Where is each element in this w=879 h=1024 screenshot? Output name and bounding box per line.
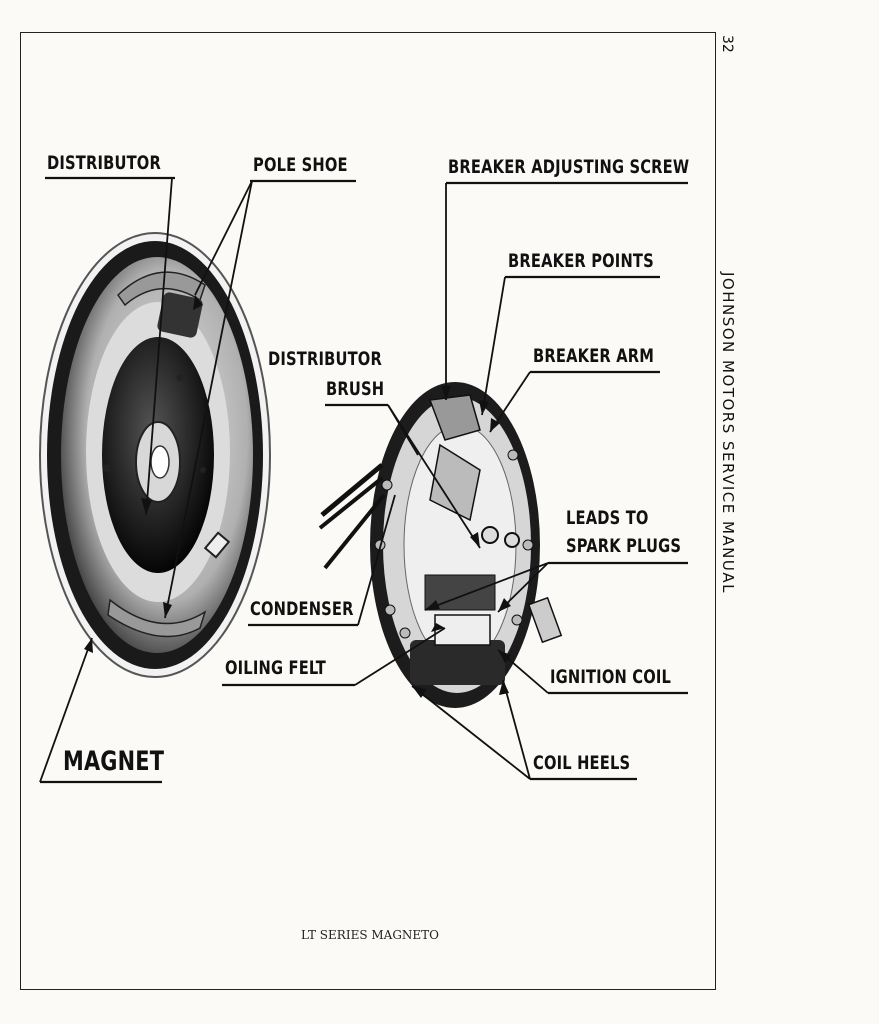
label-oiling-felt: OILING FELT [225,657,326,679]
leader-lines [39,177,549,783]
page-number: 32 [719,35,735,53]
label-breaker-adjusting-screw: BREAKER ADJUSTING SCREW [448,156,690,178]
label-breaker-arm: BREAKER ARM [533,345,655,367]
breaker-plate-drawing [318,382,563,708]
label-pole-shoe: POLE SHOE [253,154,348,176]
flywheel-drawing [39,232,271,678]
label-underlines [40,176,688,784]
label-leads-to-spark-plugs-line2: SPARK PLUGS [566,535,682,557]
page-border [20,32,716,990]
label-magnet: MAGNET [63,746,165,777]
label-coil-heels: COIL HEELS [533,752,631,774]
label-distributor: DISTRIBUTOR [47,152,161,174]
label-condenser: CONDENSER [250,598,354,620]
label-leads-to-spark-plugs-line1: LEADS TO [566,507,649,529]
label-ignition-coil: IGNITION COIL [550,666,672,688]
label-distributor-brush-line2: BRUSH [326,378,385,400]
running-header: JOHNSON MOTORS SERVICE MANUAL [719,272,737,595]
label-breaker-points: BREAKER POINTS [508,250,654,272]
leader-arrowheads [84,295,511,698]
figure-caption: LT SERIES MAGNETO [301,928,439,942]
label-distributor-brush-line1: DISTRIBUTOR [268,348,382,370]
